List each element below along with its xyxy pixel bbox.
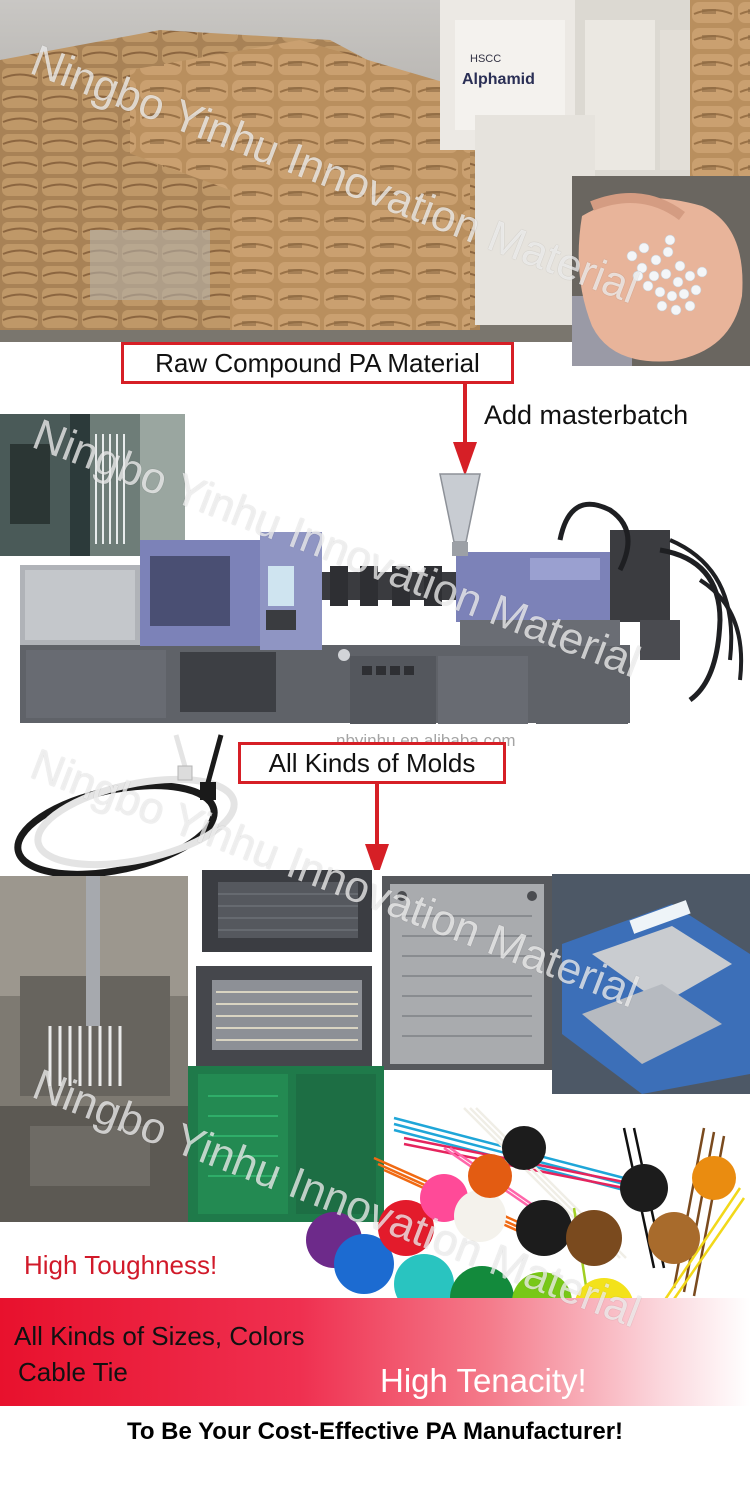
feature-band — [0, 1298, 750, 1406]
mold-ejection-photo — [0, 876, 188, 1222]
mold-green-photo — [188, 1066, 384, 1222]
cable-tie-loops-illustration — [14, 734, 238, 878]
raw-material-label: Raw Compound PA Material — [121, 342, 514, 384]
high-tenacity-text: High Tenacity! — [380, 1362, 587, 1399]
sizes-colors-line-1: All Kinds of Sizes, Colors — [14, 1321, 305, 1351]
arrow-down-to-molds — [365, 784, 389, 878]
sizes-colors-text: All Kinds of Sizes, Colors Cable Tie — [14, 1318, 304, 1390]
mold-blue-base-photo — [552, 874, 750, 1094]
molds-label-text: All Kinds of Molds — [268, 747, 476, 778]
mold-steel-plate-photo — [382, 876, 552, 1070]
pellets-in-hand-photo — [572, 176, 750, 366]
raw-material-label-text: Raw Compound PA Material — [155, 347, 480, 378]
masterbatch-note: Add masterbatch — [484, 400, 689, 430]
mold-close-up-photo — [0, 414, 185, 556]
high-toughness-text: High Toughness! — [24, 1250, 218, 1280]
bag-maker-text: HSCC — [470, 53, 501, 65]
bag-brand-text: Alphamid — [462, 71, 535, 88]
mold-plates-photo — [188, 870, 382, 1066]
injection-molding-machine-photo — [0, 470, 750, 760]
company-tagline: To Be Your Cost-Effective PA Manufacture… — [126, 1418, 624, 1445]
molds-label: All Kinds of Molds — [238, 742, 506, 784]
sizes-colors-line-2: Cable Tie — [18, 1357, 128, 1387]
arrow-down-to-hopper — [453, 382, 477, 476]
